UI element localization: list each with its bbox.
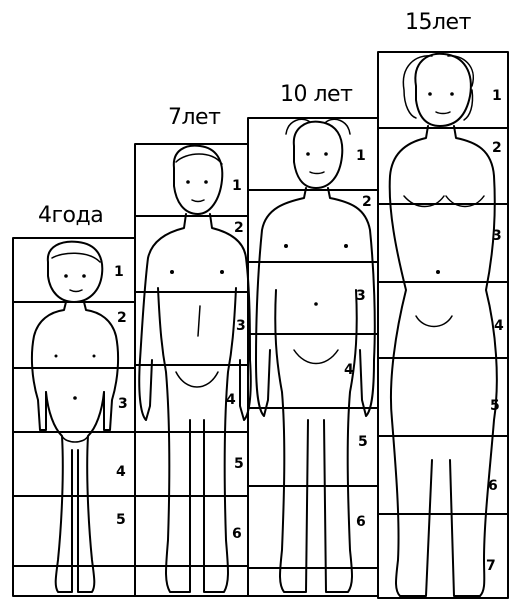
unit-number: 3 [236, 318, 246, 334]
unit-numbers: 1 2 3 4 5 1 2 3 4 5 6 1 2 3 4 5 6 1 2 3 … [114, 88, 504, 574]
unit-number: 6 [232, 526, 242, 542]
unit-number: 1 [492, 88, 502, 104]
unit-number: 5 [116, 512, 126, 528]
unit-number: 2 [117, 310, 127, 326]
unit-number: 7 [486, 558, 496, 574]
unit-number: 3 [492, 228, 502, 244]
unit-number: 4 [116, 464, 126, 480]
unit-number: 5 [490, 398, 500, 414]
unit-number: 5 [234, 456, 244, 472]
unit-number: 3 [356, 288, 366, 304]
unit-number: 6 [356, 514, 366, 530]
unit-number: 2 [362, 194, 372, 210]
unit-number: 5 [358, 434, 368, 450]
unit-number: 2 [234, 220, 244, 236]
unit-number: 4 [226, 392, 236, 408]
unit-number: 3 [118, 396, 128, 412]
unit-number: 4 [494, 318, 504, 334]
unit-number: 6 [488, 478, 498, 494]
unit-number: 1 [232, 178, 242, 194]
unit-number: 4 [344, 362, 354, 378]
unit-number: 1 [356, 148, 366, 164]
figure-4-years [32, 242, 118, 592]
unit-number: 2 [492, 140, 502, 156]
unit-number: 1 [114, 264, 124, 280]
